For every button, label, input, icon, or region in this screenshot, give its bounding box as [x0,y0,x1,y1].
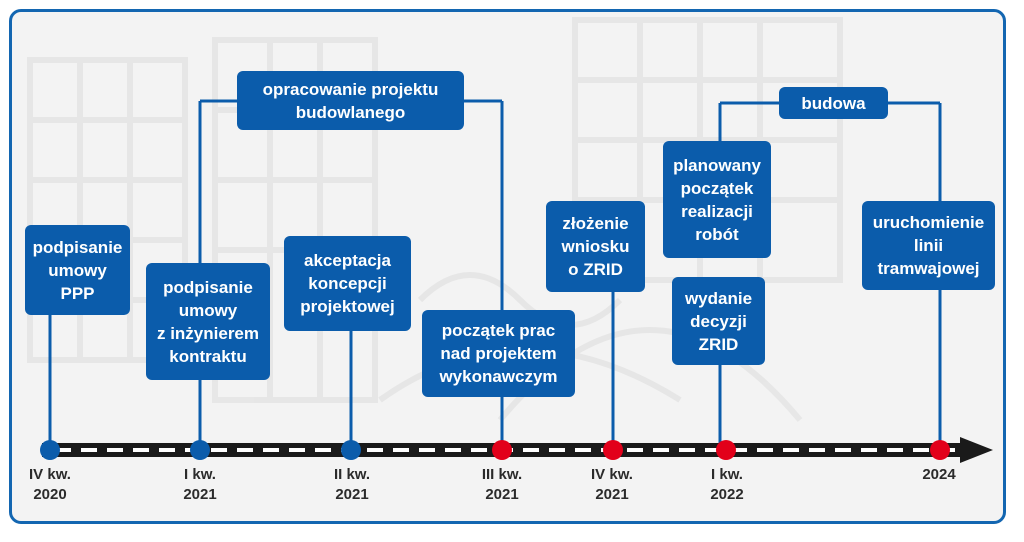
tick-label: 2024 [922,466,956,483]
timeline-marker [716,440,736,460]
timeline-markers [40,440,950,460]
timeline-marker [930,440,950,460]
timeline-axis [42,437,993,463]
milestone-box: podpisanie umowy PPP [25,225,130,315]
milestone-box: podpisanie umowy z inżynierem kontraktu [146,263,270,380]
axis-arrow [960,437,993,463]
milestone-box: wydanie decyzji ZRID [672,277,765,365]
timeline-marker [190,440,210,460]
phase-box: opracowanie projektu budowlanego [237,71,464,130]
timeline-marker [492,440,512,460]
connector-lines [48,99,942,450]
milestone-box: planowany początek realizacji robót [663,141,771,258]
milestone-box: uruchomienie linii tramwajowej [862,201,995,290]
milestone-box: początek prac nad projektem wykonawczym [422,310,575,397]
timeline-marker [341,440,361,460]
tick-label: I kw. 2021 [183,466,217,503]
milestone-box: złożenie wniosku o ZRID [546,201,645,292]
timeline-marker [40,440,60,460]
phase-box: budowa [779,87,888,119]
tick-label: III kw. 2021 [481,466,523,503]
tick-label: II kw. 2021 [333,466,371,503]
tick-label: I kw. 2022 [710,466,744,503]
tick-label: IV kw. 2021 [591,466,633,503]
timeline-marker [603,440,623,460]
milestone-box: akceptacja koncepcji projektowej [284,236,411,331]
tick-label: IV kw. 2020 [29,466,71,503]
